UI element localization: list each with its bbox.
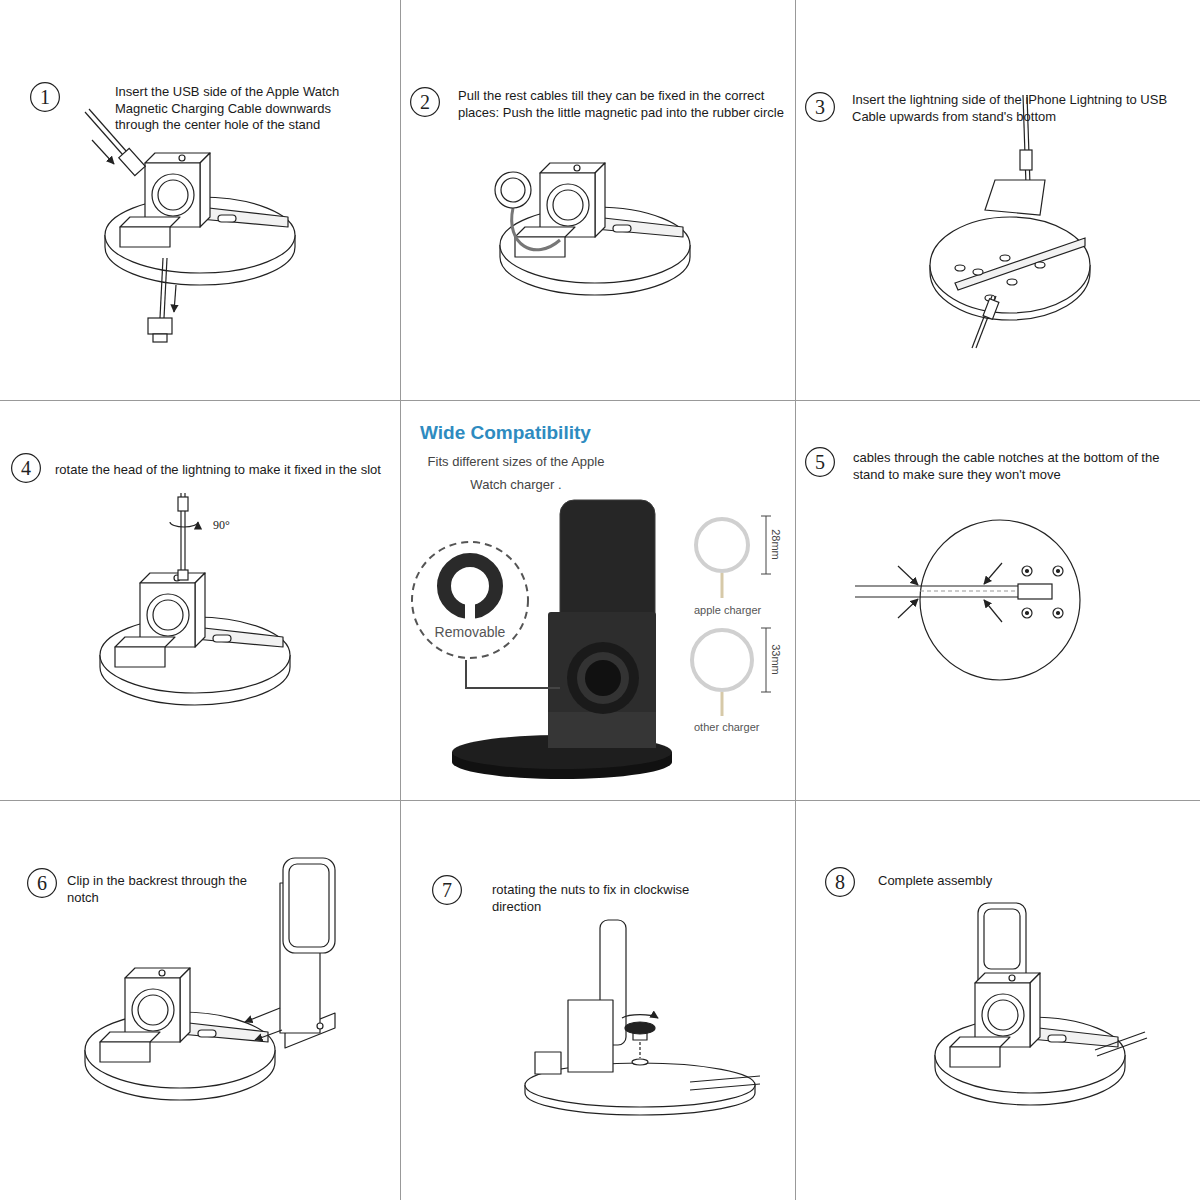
text-slot: Insert the USB side of the Apple Watch M… xyxy=(115,84,367,134)
step-number-text: 2 xyxy=(420,92,430,112)
step-panel: Insert the USB side of the Apple Watch M… xyxy=(0,0,400,400)
feature-panel: Wide CompatibilityFits different sizes o… xyxy=(400,400,795,800)
charger-label: other charger xyxy=(694,721,759,734)
text-slot: rotate the head of the lightning to make… xyxy=(55,462,393,479)
rotation-angle: 90° xyxy=(213,518,230,532)
text-slot: 3 xyxy=(805,92,835,122)
step-panel: Complete assembly 8 xyxy=(795,800,1200,1200)
step-number-text: 6 xyxy=(37,873,47,893)
label-slot: 90° xyxy=(213,518,230,532)
step-number: 1 xyxy=(30,82,60,112)
step-panel: rotate the head of the lightning to make… xyxy=(0,400,400,800)
callout-text: Removable xyxy=(410,624,530,640)
step-number: 8 xyxy=(825,867,855,897)
removable-callout: Removable xyxy=(410,540,530,660)
text-slot: rotating the nuts to fix in clockwise di… xyxy=(492,882,732,915)
text-slot: 5 xyxy=(805,447,835,477)
step-panel: rotating the nuts to fix in clockwise di… xyxy=(400,800,795,1200)
text-slot: Wide Compatibility xyxy=(420,422,680,444)
step-panel: Insert the lightning side of the iPhone … xyxy=(795,0,1200,400)
step-number-text: 8 xyxy=(835,872,845,892)
label-slot: other charger xyxy=(694,721,759,734)
text-slot: Complete assembly xyxy=(878,873,1138,890)
text-slot: 2 xyxy=(410,87,440,117)
step-number: 7 xyxy=(432,875,462,905)
step-number: 2 xyxy=(410,87,440,117)
step-panel: cables through the cable notches at the … xyxy=(795,400,1200,800)
charger-label: apple charger xyxy=(694,604,761,617)
step-number-text: 1 xyxy=(40,87,50,107)
text-slot: cables through the cable notches at the … xyxy=(853,450,1175,483)
instruction-text: Insert the USB side of the Apple Watch M… xyxy=(115,84,367,134)
label-slot: 28mm xyxy=(769,529,782,560)
text-slot: 6 xyxy=(27,868,57,898)
step-number-text: 4 xyxy=(21,458,31,478)
text-slot: Clip in the backrest through the notch xyxy=(67,873,267,906)
instruction-text: Clip in the backrest through the notch xyxy=(67,873,267,906)
instruction-text: cables through the cable notches at the … xyxy=(853,450,1175,483)
dimension: 28mm xyxy=(769,529,782,560)
instruction-text: Complete assembly xyxy=(878,873,1138,890)
step-number-text: 3 xyxy=(815,97,825,117)
text-slot: Insert the lightning side of the iPhone … xyxy=(852,92,1182,125)
label-slot: 33mm xyxy=(769,644,782,675)
text-slot: 4 xyxy=(11,453,41,483)
text-slot: 1 xyxy=(30,82,60,112)
step-panel: Pull the rest cables till they can be fi… xyxy=(400,0,795,400)
text-slot: Pull the rest cables till they can be fi… xyxy=(458,88,788,121)
text-slot: 7 xyxy=(432,875,462,905)
text-slot: Fits different sizes of the Apple Watch … xyxy=(425,450,607,496)
label-slot: apple charger xyxy=(694,604,761,617)
instruction-text: rotating the nuts to fix in clockwise di… xyxy=(492,882,732,915)
instruction-text: Pull the rest cables till they can be fi… xyxy=(458,88,788,121)
text-slot: Removable xyxy=(410,624,530,640)
step-number: 3 xyxy=(805,92,835,122)
dimension: 33mm xyxy=(769,644,782,675)
step-number-text: 5 xyxy=(815,452,825,472)
step-number: 6 xyxy=(27,868,57,898)
step-panel: Clip in the backrest through the notch 6 xyxy=(0,800,400,1200)
instruction-text: rotate the head of the lightning to make… xyxy=(55,462,393,479)
text-slot: 8 xyxy=(825,867,855,897)
feature-description: Fits different sizes of the Apple Watch … xyxy=(425,450,607,496)
step-number: 4 xyxy=(11,453,41,483)
panel-heading: Wide Compatibility xyxy=(420,422,680,444)
instruction-text: Insert the lightning side of the iPhone … xyxy=(852,92,1182,125)
dashed-circle xyxy=(410,540,530,660)
step-number: 5 xyxy=(805,447,835,477)
step-number-text: 7 xyxy=(442,880,452,900)
